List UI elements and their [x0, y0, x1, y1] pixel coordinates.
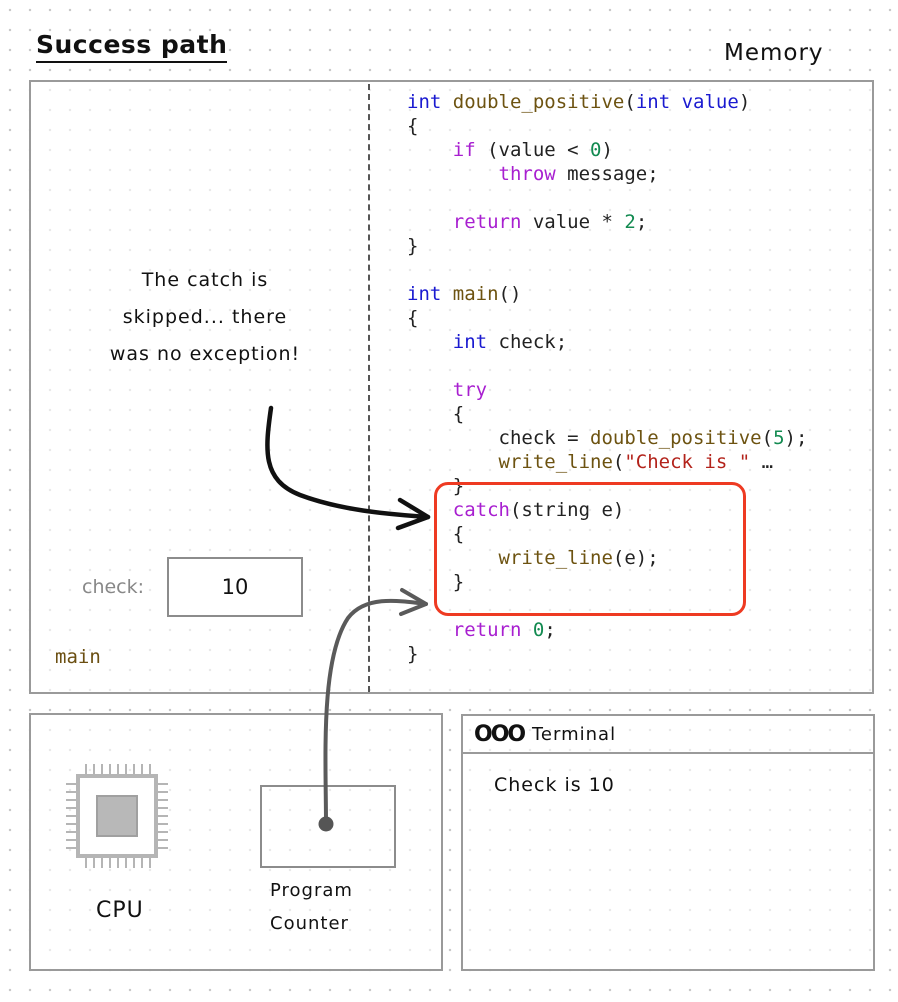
code-token: message; — [555, 163, 659, 185]
annotation-note: The catch is skipped... there was no exc… — [60, 262, 350, 373]
code-line: int main() — [407, 282, 807, 306]
code-token: } — [407, 235, 419, 257]
code-token: main — [452, 283, 499, 305]
program-counter-arrow — [318, 588, 428, 832]
code-line: } — [407, 570, 807, 594]
window-controls-icon: OOO — [474, 722, 526, 747]
code-line: } — [407, 474, 807, 498]
code-token: double_positive — [452, 91, 625, 113]
terminal-titlebar — [463, 716, 873, 754]
code-line: { — [407, 114, 807, 138]
page-title: Success path — [36, 30, 228, 63]
code-token: try — [452, 379, 488, 401]
terminal-output: Check is 10 — [494, 774, 615, 796]
code-token: 0 — [532, 619, 545, 641]
stack-frame-name: main — [55, 646, 101, 668]
code-token: return — [452, 211, 522, 233]
code-token: throw — [498, 163, 556, 185]
code-token: value — [681, 91, 739, 113]
code-token: write_line — [498, 547, 613, 569]
code-token: ( — [761, 427, 774, 449]
code-line: return 0; — [407, 618, 807, 642]
code-token: if — [452, 139, 476, 161]
code-line: catch(string e) — [407, 498, 807, 522]
code-token: write_line — [498, 451, 613, 473]
variable-value: 10 — [221, 575, 249, 599]
code-token: (value < — [475, 139, 591, 161]
code-line: { — [407, 306, 807, 330]
code-line: } — [407, 642, 807, 666]
code-token: (e); — [612, 547, 659, 569]
code-token: int — [407, 91, 442, 113]
code-token: ; — [635, 211, 648, 233]
code-token: 5 — [773, 427, 785, 449]
code-token: ; — [544, 619, 556, 641]
program-counter-label-line: Program — [270, 880, 353, 901]
code-token: } — [407, 571, 465, 593]
terminal-window — [461, 714, 875, 971]
code-token: ) — [738, 91, 751, 113]
code-token: "Check is " — [624, 451, 751, 473]
code-token: double_positive — [590, 427, 762, 449]
code-token: 0 — [590, 139, 602, 161]
code-token: ) — [601, 139, 613, 161]
code-token: int — [452, 331, 488, 353]
catch-block-highlight — [434, 482, 746, 616]
code-token: check = — [407, 427, 591, 449]
cpu-chip-icon — [66, 764, 168, 868]
code-token: { — [407, 115, 419, 137]
code-token: return — [452, 619, 522, 641]
code-line: check = double_positive(5); — [407, 426, 808, 450]
code-token: { — [407, 307, 419, 329]
code-token: { — [407, 403, 465, 425]
code-token: int — [635, 91, 671, 113]
stack-code-divider — [368, 84, 370, 692]
code-token: 2 — [624, 211, 636, 233]
code-line: if (value < 0) — [407, 138, 807, 162]
code-token: catch — [452, 499, 510, 521]
code-token: } — [407, 643, 419, 665]
cpu-label: CPU — [96, 898, 144, 923]
annotation-arrow — [265, 405, 431, 531]
code-token: } — [407, 475, 465, 497]
code-token: (string e) — [509, 499, 625, 521]
code-token: ( — [612, 451, 625, 473]
code-token: () — [498, 283, 522, 305]
code-line: try — [407, 378, 807, 402]
variable-value-box: 10 — [167, 557, 303, 617]
code-line: write_line(e); — [407, 546, 807, 570]
code-line: { — [407, 402, 807, 426]
annotation-line: was no exception! — [109, 343, 301, 365]
code-line: int check; — [407, 330, 807, 354]
code-line: throw message; — [407, 162, 807, 186]
variable-label: check: — [82, 576, 145, 598]
memory-label: Memory — [724, 40, 824, 66]
terminal-title: Terminal — [532, 724, 617, 745]
code-token: check; — [487, 331, 568, 353]
code-token: value * — [521, 211, 625, 233]
program-counter-label-line: Counter — [270, 913, 349, 934]
program-counter-label: Program Counter — [270, 874, 353, 940]
code-line: write_line("Check is " … — [407, 450, 807, 474]
code-line: { — [407, 522, 807, 546]
code-token: … — [750, 451, 774, 473]
annotation-line: skipped... there — [122, 306, 288, 328]
code-line: return value * 2; — [407, 210, 807, 234]
annotation-line: The catch is — [141, 269, 269, 291]
code-listing: int double_positive(int value){ if (valu… — [407, 90, 807, 666]
code-token: int — [407, 283, 442, 305]
code-line: } — [407, 234, 807, 258]
code-token: ( — [624, 91, 636, 113]
code-token: ); — [784, 427, 808, 449]
code-token: { — [407, 523, 465, 545]
program-counter-box — [260, 785, 396, 868]
code-line: int double_positive(int value) — [407, 90, 807, 114]
